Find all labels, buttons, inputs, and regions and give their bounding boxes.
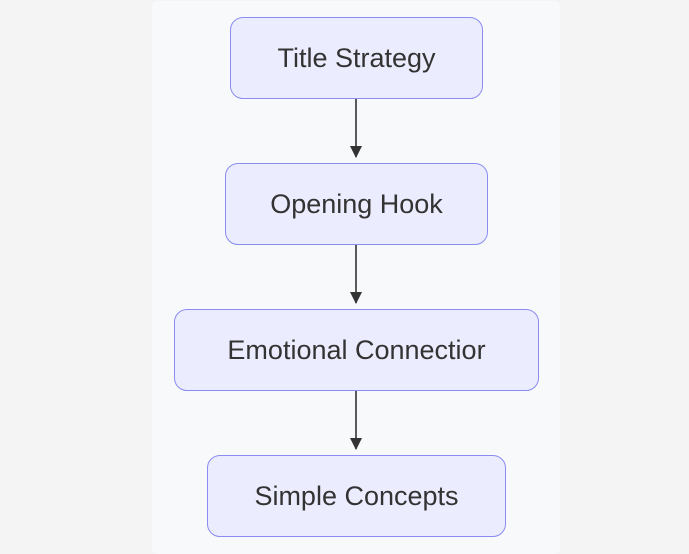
node-label: Opening Hook [270, 189, 443, 220]
node-title-strategy[interactable]: Title Strategy [230, 17, 483, 99]
node-label: Title Strategy [277, 43, 435, 74]
node-label: Simple Concepts [254, 481, 458, 512]
node-opening-hook[interactable]: Opening Hook [225, 163, 488, 245]
node-simple-concepts[interactable]: Simple Concepts [207, 455, 506, 537]
node-emotional-connection[interactable]: Emotional Connectior [174, 309, 539, 391]
node-label: Emotional Connectior [227, 335, 485, 366]
